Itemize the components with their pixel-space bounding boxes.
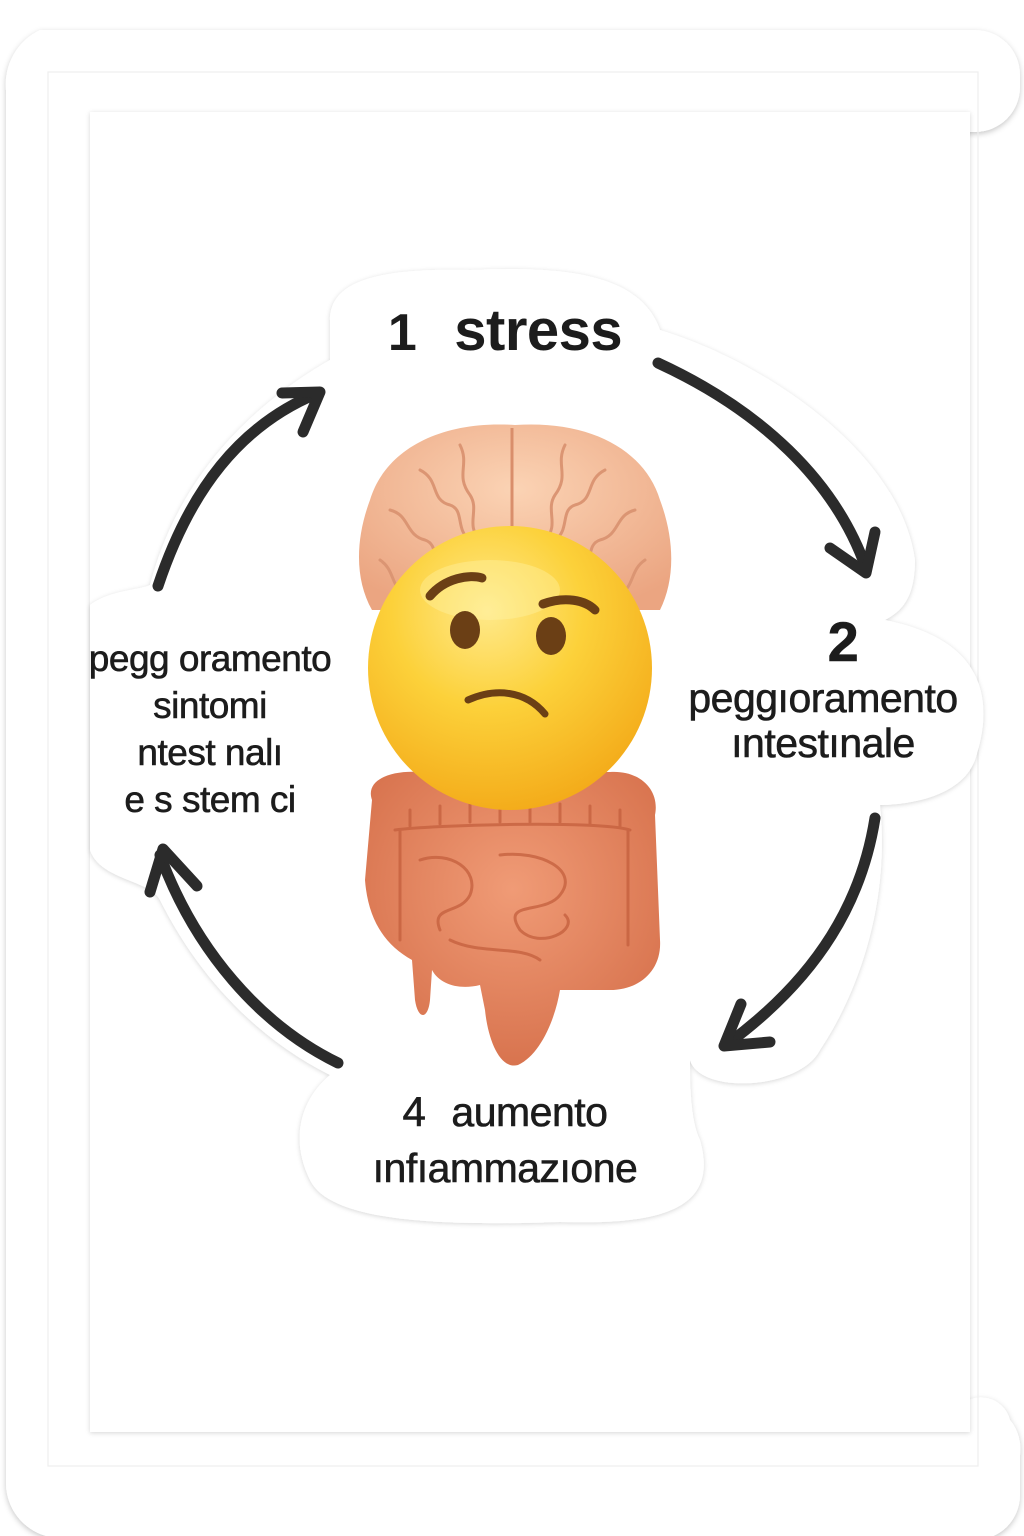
step-4-label: 4 aumento ınfıammazıone	[330, 1084, 680, 1196]
arrow-gut-to-inflammation	[724, 812, 881, 1048]
step-4-line-2: ınfıammazıone	[372, 1144, 638, 1191]
arrow-inflammation-to-symptoms	[154, 849, 344, 1069]
intestines-illustration	[365, 771, 661, 1066]
step-3-line-1: pegg oramento	[88, 638, 332, 680]
step-3-line-3: ntest nalı	[137, 731, 283, 774]
step-2-line-2: ıntestınale	[731, 719, 916, 766]
step-4-number: 4	[402, 1088, 426, 1136]
step-1-number: 1	[387, 304, 417, 362]
step-1-text: stress	[454, 298, 623, 363]
arrow-symptoms-to-stress	[152, 387, 324, 592]
step-2-line-1: peggıoramento	[688, 675, 958, 722]
worried-face-emoji	[368, 526, 652, 810]
step-3-line-2: sintomi	[153, 684, 268, 727]
step-4-line-1: aumento	[451, 1089, 608, 1136]
step-3-label: pegg oramento sintomi ntest nalı e s ste…	[62, 636, 358, 824]
arrow-stress-to-gut	[652, 357, 872, 574]
step-2-number: 2	[827, 610, 859, 673]
step-2-label: 2 peggıoramento ıntestınale	[668, 610, 978, 766]
step-1-label: 1 stress	[360, 298, 650, 363]
cycle-arrows	[144, 357, 881, 1069]
step-3-line-4: e s stem ci	[124, 778, 296, 821]
